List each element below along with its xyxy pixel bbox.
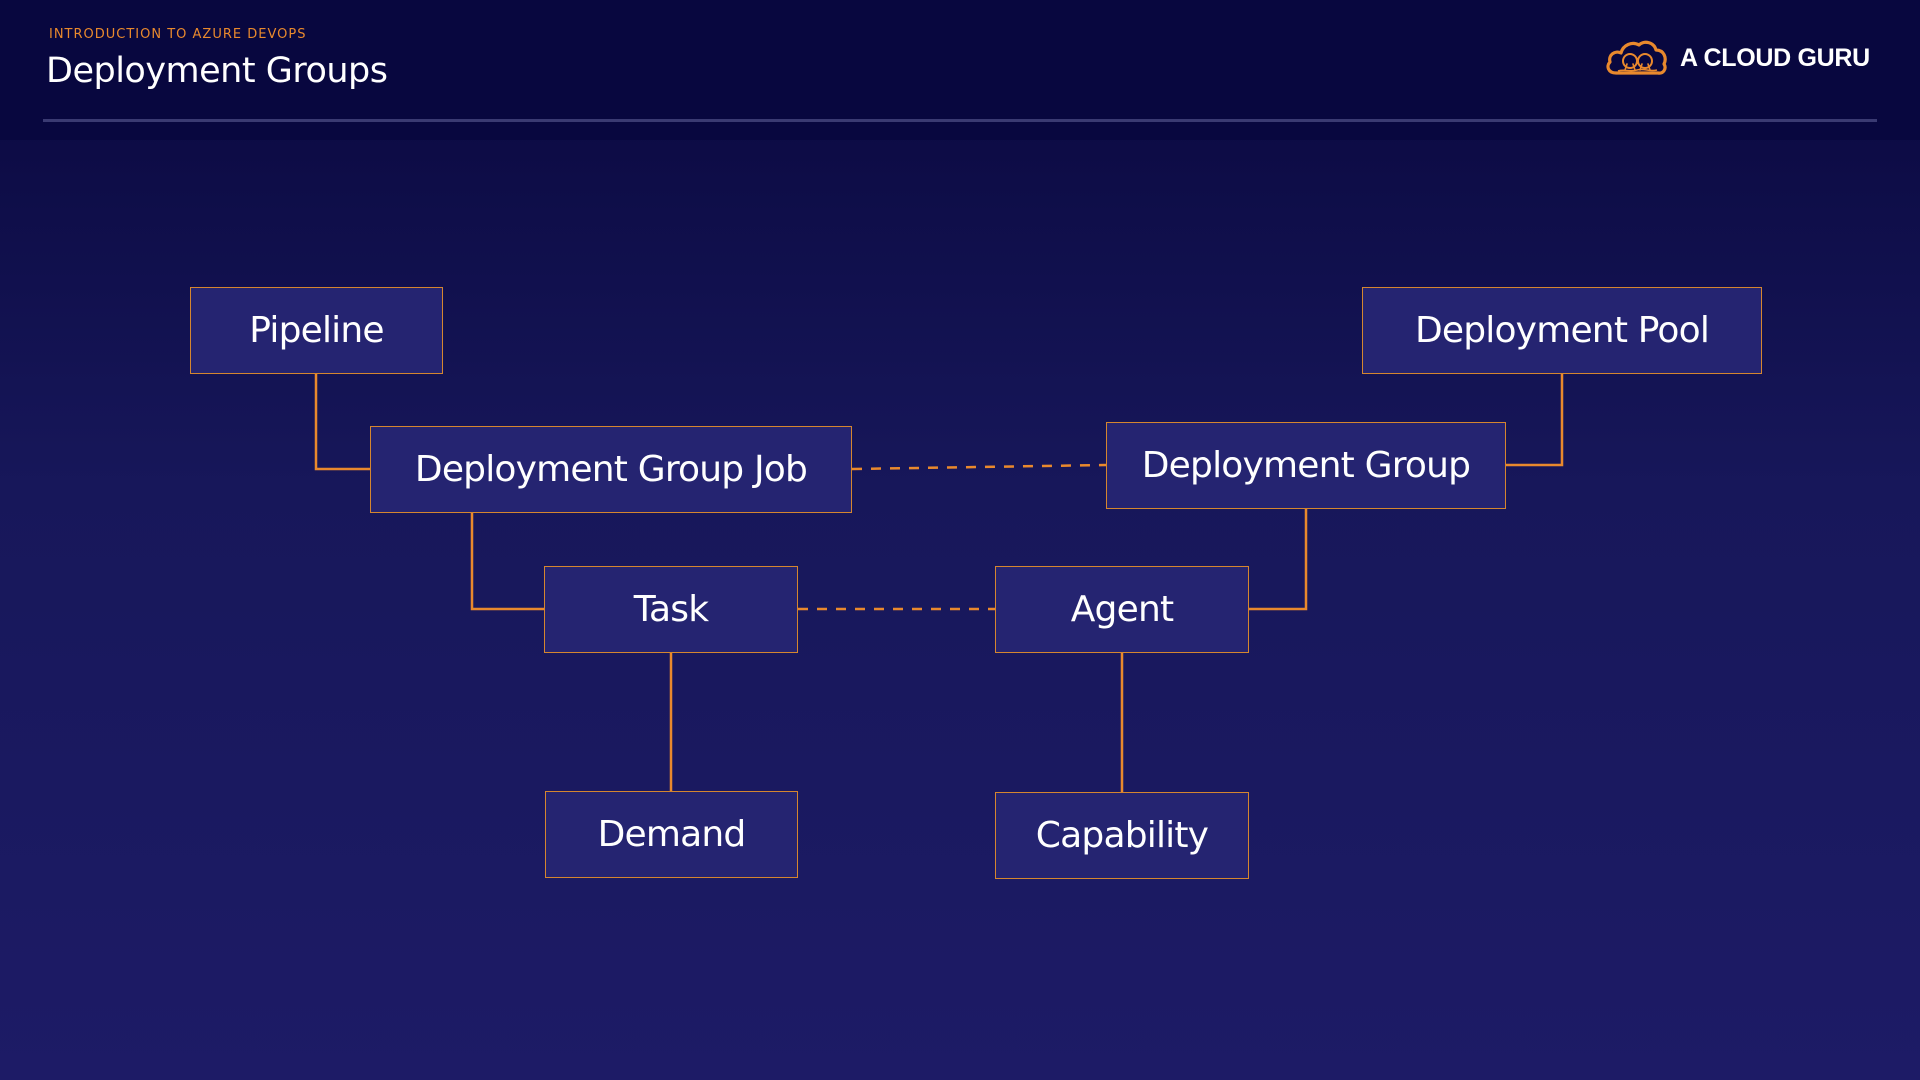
node-capability-label: Capability xyxy=(1035,815,1209,856)
node-deployment-group-job: Deployment Group Job xyxy=(370,426,852,513)
node-pipeline-label: Pipeline xyxy=(249,310,384,351)
edge-deployment-group-job-to-task xyxy=(470,513,544,611)
node-demand: Demand xyxy=(545,791,798,878)
node-task-label: Task xyxy=(633,589,709,630)
node-deployment-pool-label: Deployment Pool xyxy=(1414,310,1710,351)
edge-deployment-group-job-to-deployment-group-dashed xyxy=(851,463,1107,471)
page-title: Deployment Groups xyxy=(46,51,388,91)
node-capability: Capability xyxy=(995,792,1249,879)
node-deployment-group-job-label: Deployment Group Job xyxy=(414,449,808,490)
header-band xyxy=(0,0,1920,140)
node-agent-label: Agent xyxy=(1070,589,1174,630)
course-kicker: INTRODUCTION TO AZURE DEVOPS xyxy=(49,27,307,42)
node-deployment-group: Deployment Group xyxy=(1106,422,1506,509)
brand: A CLOUD GURU xyxy=(1604,37,1884,83)
node-agent: Agent xyxy=(995,566,1249,653)
node-deployment-pool: Deployment Pool xyxy=(1362,287,1762,374)
cloud-logo-icon xyxy=(1606,40,1667,75)
node-pipeline: Pipeline xyxy=(190,287,443,374)
node-deployment-group-label: Deployment Group xyxy=(1141,445,1471,486)
brand-name: A CLOUD GURU xyxy=(1680,44,1870,72)
header-divider xyxy=(43,119,1877,122)
edge-deployment-group-to-agent xyxy=(1249,509,1308,611)
edge-deployment-pool-to-deployment-group xyxy=(1506,374,1564,467)
node-demand-label: Demand xyxy=(597,814,747,855)
edge-pipeline-to-deployment-group-job xyxy=(314,374,370,471)
node-task: Task xyxy=(544,566,798,653)
